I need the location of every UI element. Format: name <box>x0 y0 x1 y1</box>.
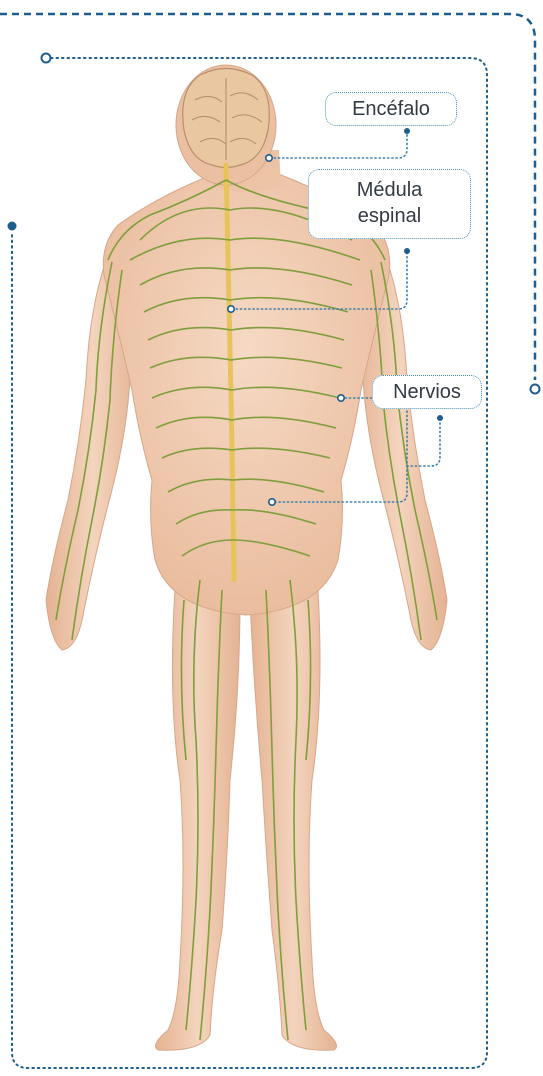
label-encefalo: Encéfalo <box>325 92 457 126</box>
frame-left-dot <box>8 222 17 231</box>
label-medula-espinal: Médula espinal <box>308 169 471 239</box>
torso <box>103 175 389 615</box>
label-medula-line2: espinal <box>309 203 470 229</box>
label-nervios: Nervios <box>372 375 482 409</box>
frame-start-circle <box>42 54 51 63</box>
frame-end-circle <box>531 385 540 394</box>
label-medula-line1: Médula <box>309 177 470 203</box>
